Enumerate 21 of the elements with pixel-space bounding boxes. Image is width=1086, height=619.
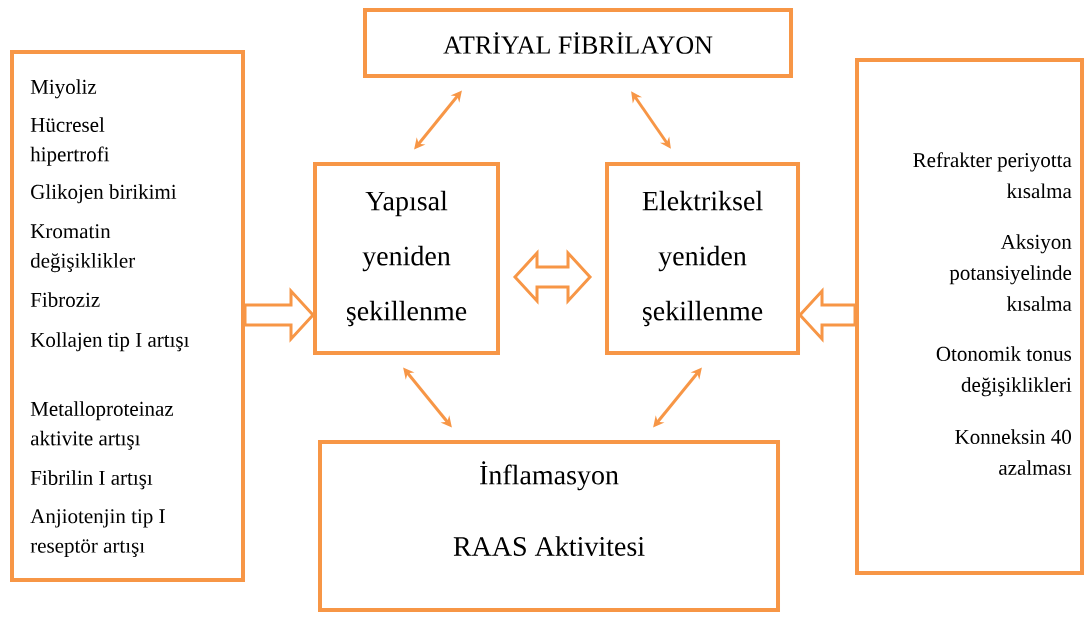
list-item: Miyoliz xyxy=(30,79,97,99)
list-item: Hücresel hipertrofi xyxy=(30,117,110,166)
text-box: ATRİYAL FİBRİLAYON xyxy=(363,8,793,78)
list-item: Fibroziz xyxy=(30,292,100,307)
list-item: Anjiotenjin tip I reseptör artışı xyxy=(30,509,165,558)
list-item: Aksiyon potansiyelinde kısalma xyxy=(949,234,1072,311)
list-item: Refrakter periyotta kısalma xyxy=(913,152,1072,199)
list-item: Glikojen birikimi xyxy=(31,184,177,204)
list-item: Kromatin değişiklikler xyxy=(30,224,135,273)
block-arrow xyxy=(797,287,857,343)
list-item: Kollajen tip I artışı xyxy=(30,332,190,352)
text-box: Elektriksel yeniden şekillenme xyxy=(605,162,800,355)
block-arrow xyxy=(243,287,316,343)
list-item: Metalloproteinaz aktivite artışı xyxy=(30,401,174,450)
text-box: Yapısal yeniden şekillenme xyxy=(313,162,500,355)
list-item: İnflamasyon xyxy=(480,461,619,491)
list-item: Fibrilin I artışı xyxy=(30,470,153,490)
list-item: Konneksin 40 azalması xyxy=(955,429,1072,475)
arrow xyxy=(631,91,671,149)
list-item: Otonomik tonus değişiklikleri xyxy=(936,346,1072,397)
list-item: RAAS Aktivitesi xyxy=(453,536,645,556)
